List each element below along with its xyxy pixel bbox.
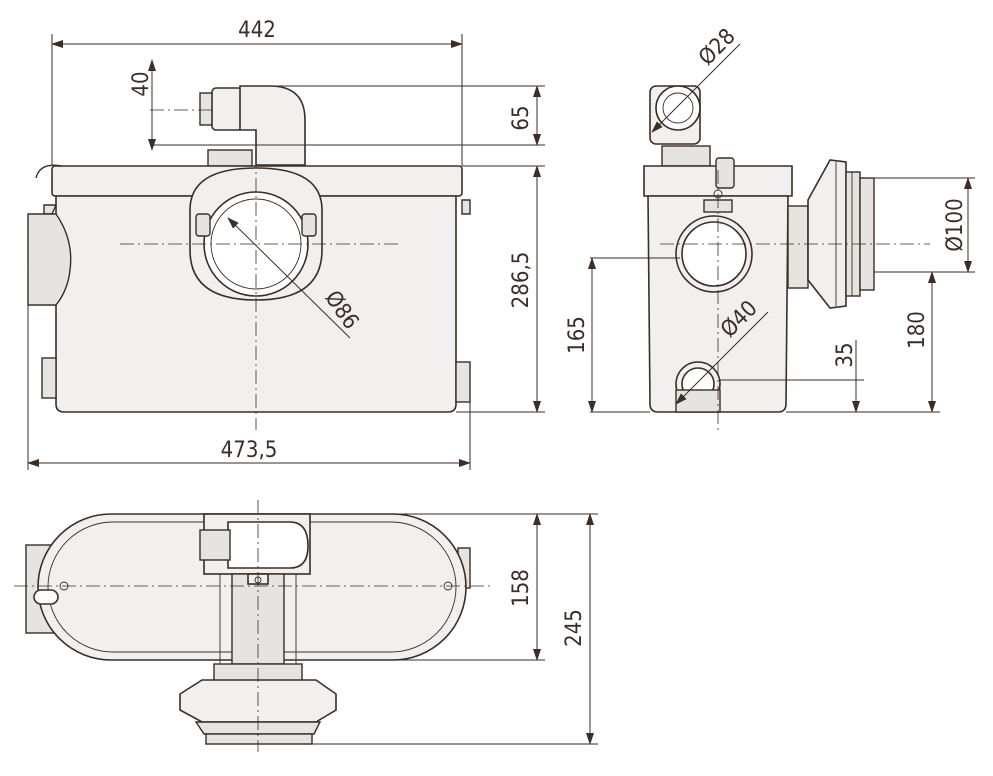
- side-view: [643, 85, 930, 430]
- dim-40-label: 40: [129, 71, 154, 96]
- front-view: [27, 85, 471, 430]
- dim-286-label: 286,5: [509, 252, 534, 309]
- dim-245-label: 245: [562, 609, 587, 647]
- dim-158-label: 158: [509, 569, 534, 607]
- dim-442-label: 442: [238, 18, 276, 43]
- top-elbow-inlet: [199, 85, 306, 167]
- dim-d100-label: Ø100: [943, 198, 968, 251]
- dim-473-label: 473,5: [221, 438, 278, 463]
- dim-180-label: 180: [905, 311, 930, 349]
- top-dimensions: 158 245: [310, 513, 598, 745]
- dim-65-label: 65: [509, 105, 534, 130]
- dim-165-label: 165: [565, 316, 590, 354]
- side-top-inlet: [649, 85, 711, 167]
- front-dimensions: 442 473,5 40 65 286,5 Ø86: [27, 18, 545, 470]
- top-view: [14, 500, 490, 752]
- side-outlet-sleeve: [787, 159, 875, 309]
- dim-d28-label: Ø28: [694, 24, 741, 71]
- dim-35-label: 35: [833, 342, 858, 367]
